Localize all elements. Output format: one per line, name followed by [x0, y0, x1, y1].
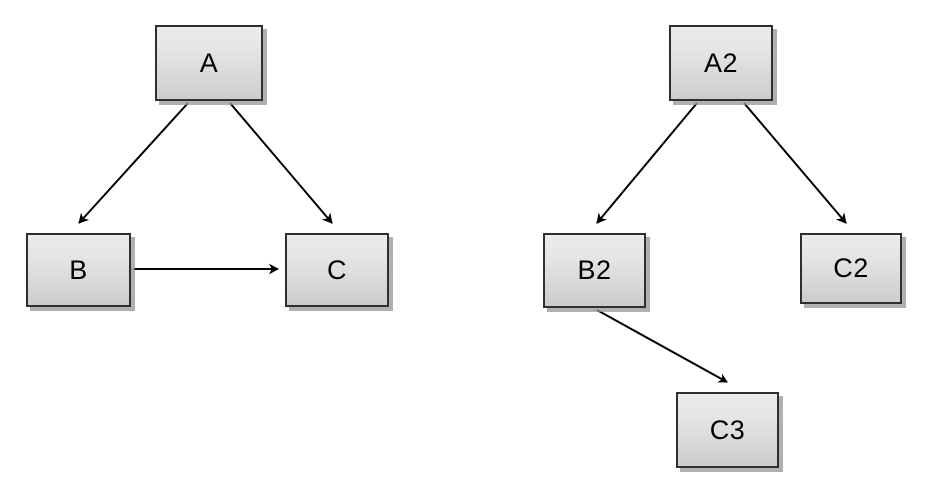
- edge-A-to-C: [229, 102, 333, 224]
- node-C-label: C: [327, 254, 347, 285]
- edge-A-to-B: [78, 102, 189, 224]
- node-A2-label: A2: [703, 47, 739, 78]
- node-B2[interactable]: B2: [543, 233, 646, 308]
- node-C2[interactable]: C2: [800, 233, 902, 304]
- node-B[interactable]: B: [26, 233, 131, 307]
- node-A2[interactable]: A2: [669, 25, 773, 101]
- edge-A2-to-B2: [596, 102, 698, 224]
- node-A[interactable]: A: [155, 25, 263, 101]
- node-C3[interactable]: C3: [676, 392, 779, 468]
- edge-B2-to-C3: [596, 309, 728, 383]
- node-C[interactable]: C: [285, 233, 389, 307]
- node-A-label: A: [199, 47, 219, 78]
- node-B2-label: B2: [577, 255, 612, 285]
- node-C3-label: C3: [709, 414, 746, 445]
- node-C2-label: C2: [833, 253, 869, 283]
- edge-A2-to-C2: [743, 102, 847, 224]
- node-B-label: B: [69, 254, 88, 285]
